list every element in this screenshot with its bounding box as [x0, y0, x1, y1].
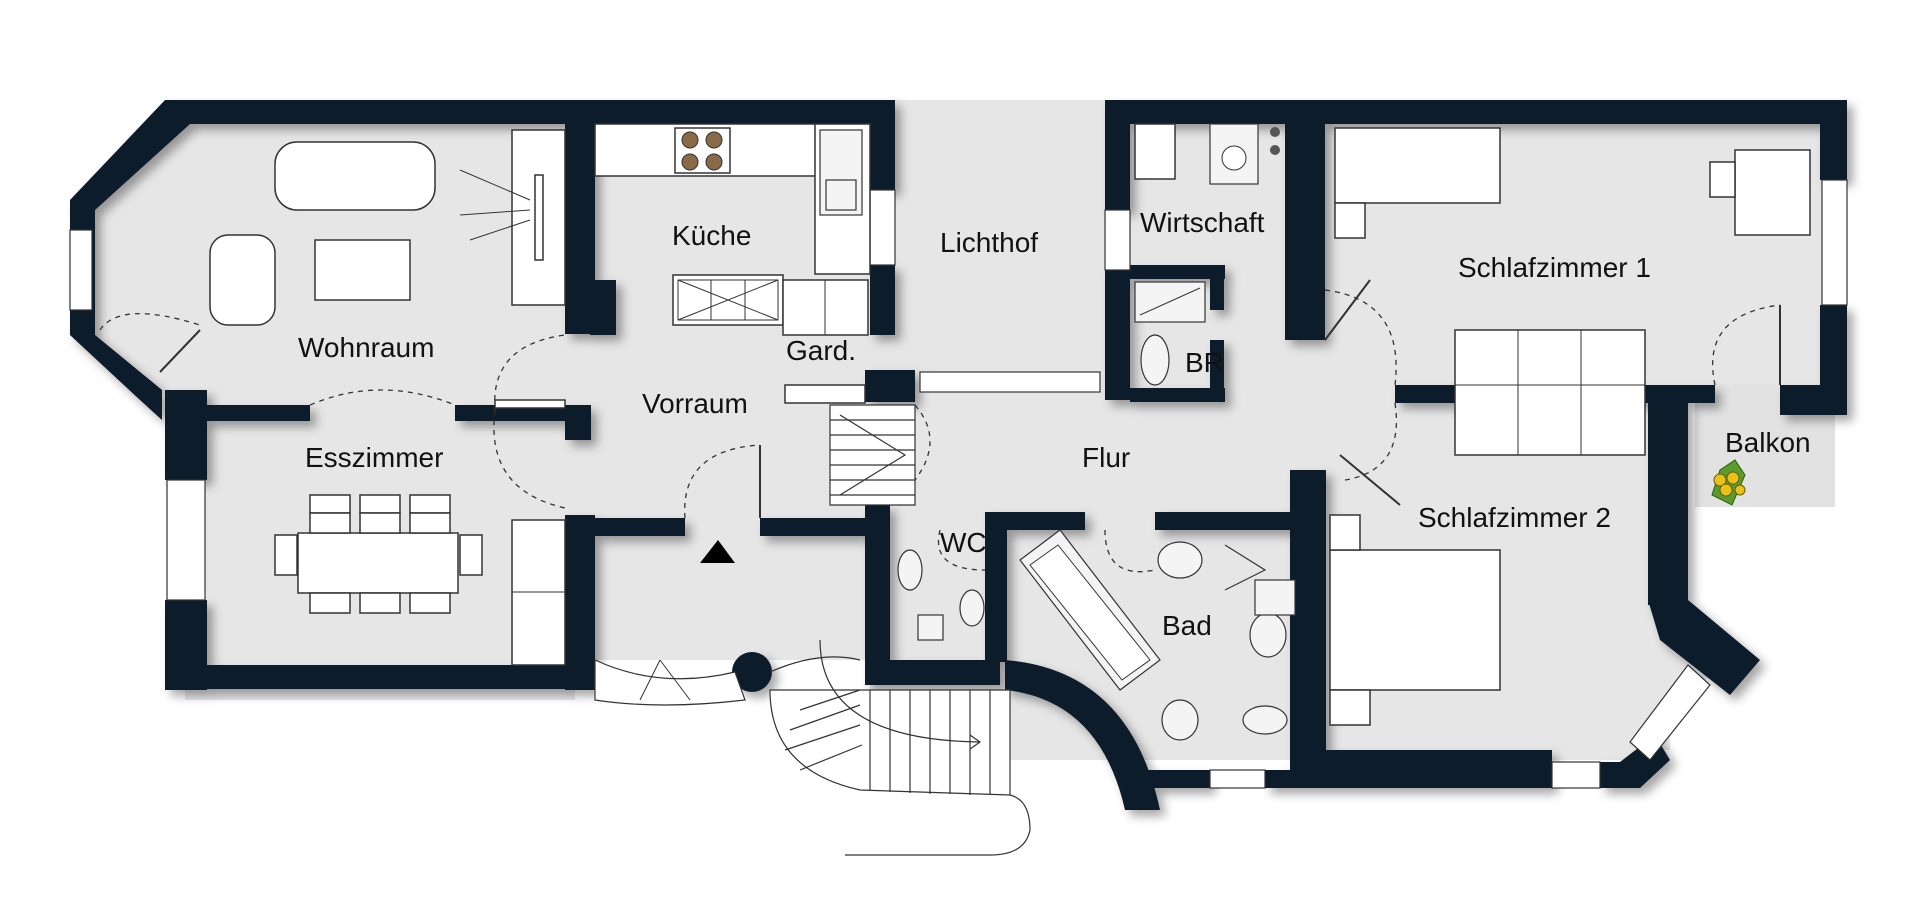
label-vorraum: Vorraum: [642, 388, 748, 419]
label-wc: WC: [940, 527, 987, 558]
label-br: BR: [1185, 347, 1224, 378]
entrance-steps: [594, 656, 861, 706]
schlafzimmer-furniture: [1329, 127, 1811, 726]
windows: [69, 179, 1848, 789]
label-esszimmer: Esszimmer: [305, 442, 443, 473]
label-wohnraum: Wohnraum: [298, 332, 434, 363]
label-lichthof: Lichthof: [940, 227, 1038, 258]
label-kueche: Küche: [672, 220, 751, 251]
label-schlafzimmer2: Schlafzimmer 2: [1418, 502, 1611, 533]
toilet-icon: [1161, 699, 1288, 741]
plant-icon: [1711, 459, 1746, 506]
label-bad: Bad: [1162, 610, 1212, 641]
room-labels: Wohnraum Esszimmer Küche Gard. Vorraum L…: [298, 207, 1811, 641]
wirtschaft-furniture: [1134, 123, 1280, 386]
bathroom-fixtures: [897, 529, 1296, 741]
label-schlafzimmer1: Schlafzimmer 1: [1458, 252, 1651, 283]
kueche-furniture: [594, 123, 871, 404]
label-gard: Gard.: [786, 335, 856, 366]
entrance-arrow-icon: [700, 540, 735, 563]
label-flur: Flur: [1082, 442, 1130, 473]
wohnraum-furniture: [209, 129, 566, 326]
bathtub-icon: [1019, 529, 1161, 691]
doors: [99, 279, 1781, 573]
esszimmer-furniture: [274, 494, 566, 666]
label-wirtschaft: Wirtschaft: [1140, 207, 1265, 238]
label-balkon: Balkon: [1725, 427, 1811, 458]
staircase: [769, 404, 1031, 856]
